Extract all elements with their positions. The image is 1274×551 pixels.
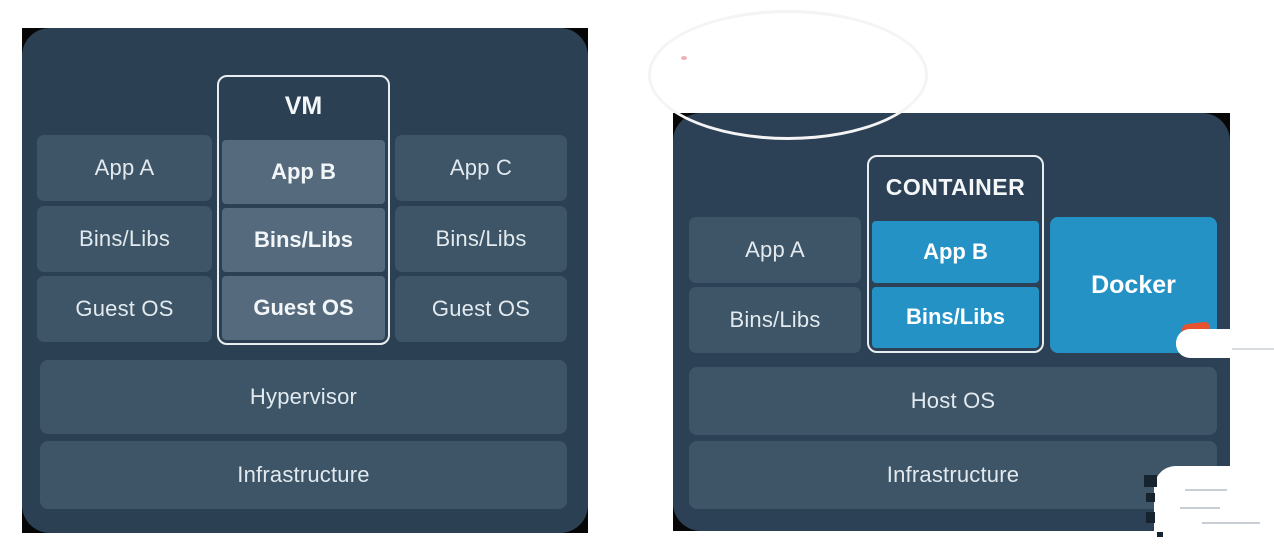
pink-dot-artifact <box>681 56 687 60</box>
vm-cell-infrastructure: Infrastructure <box>40 441 567 509</box>
gray-streak-artifact <box>1232 348 1274 350</box>
container-cell-bins-libs-left: Bins/Libs <box>689 287 861 353</box>
vm-cell-hypervisor: Hypervisor <box>40 360 567 434</box>
container-cell-infrastructure: Infrastructure <box>689 441 1217 509</box>
scribble-mark-artifact <box>1157 532 1163 537</box>
scribble-mark-artifact <box>1146 493 1155 502</box>
vm-cell-guest-os-right: Guest OS <box>395 276 567 342</box>
gray-streak-artifact <box>1180 507 1220 509</box>
gray-streak-artifact <box>1202 522 1260 524</box>
eraser-blob-artifact <box>1176 329 1274 358</box>
vm-panel: App A Bins/Libs Guest OS VM App B Bins/L… <box>22 28 588 533</box>
scribble-mark-artifact <box>1146 512 1155 523</box>
container-cell-app-b: App B <box>872 221 1039 283</box>
container-cell-bins-libs-middle: Bins/Libs <box>872 286 1039 348</box>
vm-cell-app-b: App B <box>222 140 385 204</box>
gray-streak-artifact <box>1185 489 1227 491</box>
vm-cell-app-a: App A <box>37 135 212 201</box>
vm-cell-bins-libs-left: Bins/Libs <box>37 206 212 272</box>
vm-cell-app-c: App C <box>395 135 567 201</box>
faint-smudge-artifact <box>648 10 928 140</box>
vm-cell-bins-libs-middle: Bins/Libs <box>222 208 385 272</box>
container-box-title: CONTAINER <box>885 173 1026 200</box>
vm-cell-bins-libs-right: Bins/Libs <box>395 206 567 272</box>
container-panel: App A Bins/Libs CONTAINER App B Bins/Lib… <box>673 113 1230 531</box>
vm-box: VM App B Bins/Libs Guest OS <box>217 75 390 345</box>
vm-box-title: VM <box>284 92 323 120</box>
container-box: CONTAINER App B Bins/Libs <box>867 155 1044 353</box>
container-cell-app-a: App A <box>689 217 861 283</box>
vm-cell-guest-os-middle: Guest OS <box>222 276 385 340</box>
scribble-mark-artifact <box>1144 475 1157 487</box>
container-cell-host-os: Host OS <box>689 367 1217 435</box>
vm-cell-guest-os-left: Guest OS <box>37 276 212 342</box>
